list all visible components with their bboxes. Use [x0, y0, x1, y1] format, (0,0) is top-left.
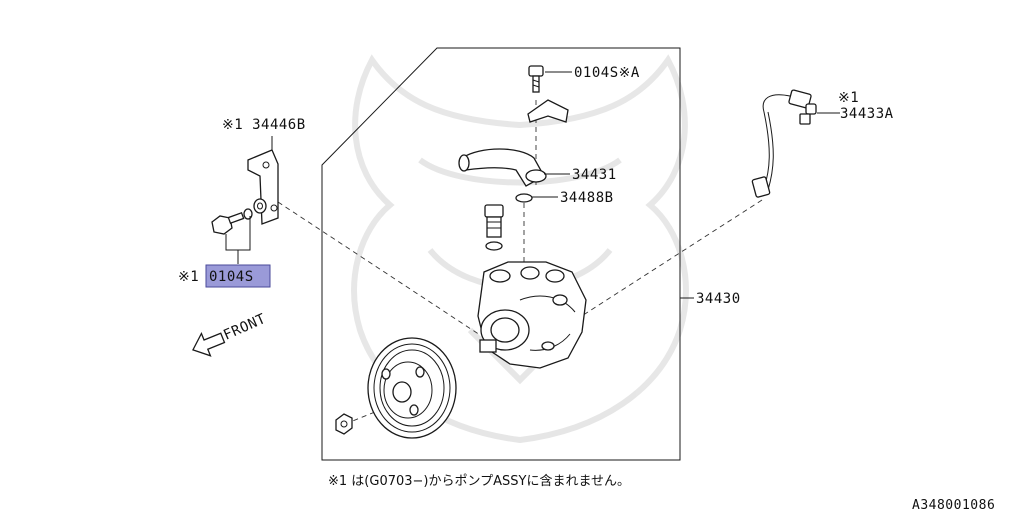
- figure-code: A348001086: [912, 498, 995, 512]
- pump-body-icon: [477, 261, 587, 369]
- label-sensor: 34433A: [840, 106, 894, 122]
- label-oring: 34488B: [560, 190, 614, 206]
- bolt-code-highlight[interactable]: [205, 264, 271, 288]
- footnote: ※1 は(G0703−)からポンプASSYに含まれません。: [328, 473, 630, 489]
- assembly-frame: [321, 47, 681, 461]
- label-hose-fitting: 34431: [572, 167, 617, 183]
- front-arrow-icon: [192, 331, 226, 357]
- label-bolt-highlight[interactable]: 0104S: [209, 269, 254, 285]
- oring-icon: [515, 193, 533, 203]
- label-sensor-mark: ※1: [838, 90, 859, 106]
- label-front: FRONT: [221, 311, 268, 344]
- union-fitting-icon: [484, 204, 504, 251]
- top-bracket-icon: [527, 99, 569, 123]
- pressure-sensor-icon: [751, 89, 817, 198]
- label-bolt-mark: ※1: [178, 269, 199, 285]
- pulley-nut-icon: [335, 413, 353, 435]
- label-bracket: ※1 34446B: [222, 117, 306, 133]
- label-bolt-top: 0104S※A: [574, 65, 640, 81]
- bolt-top-icon: [528, 65, 544, 93]
- bracket-icon: [247, 149, 279, 225]
- pulley-icon: [367, 337, 457, 439]
- bracket-bolt-icon: [211, 198, 267, 235]
- dashed-line-sensor: [559, 199, 763, 331]
- hose-fitting-icon: [458, 148, 547, 187]
- label-pump-assy: 34430: [696, 291, 741, 307]
- dashed-line-bracket: [277, 201, 481, 336]
